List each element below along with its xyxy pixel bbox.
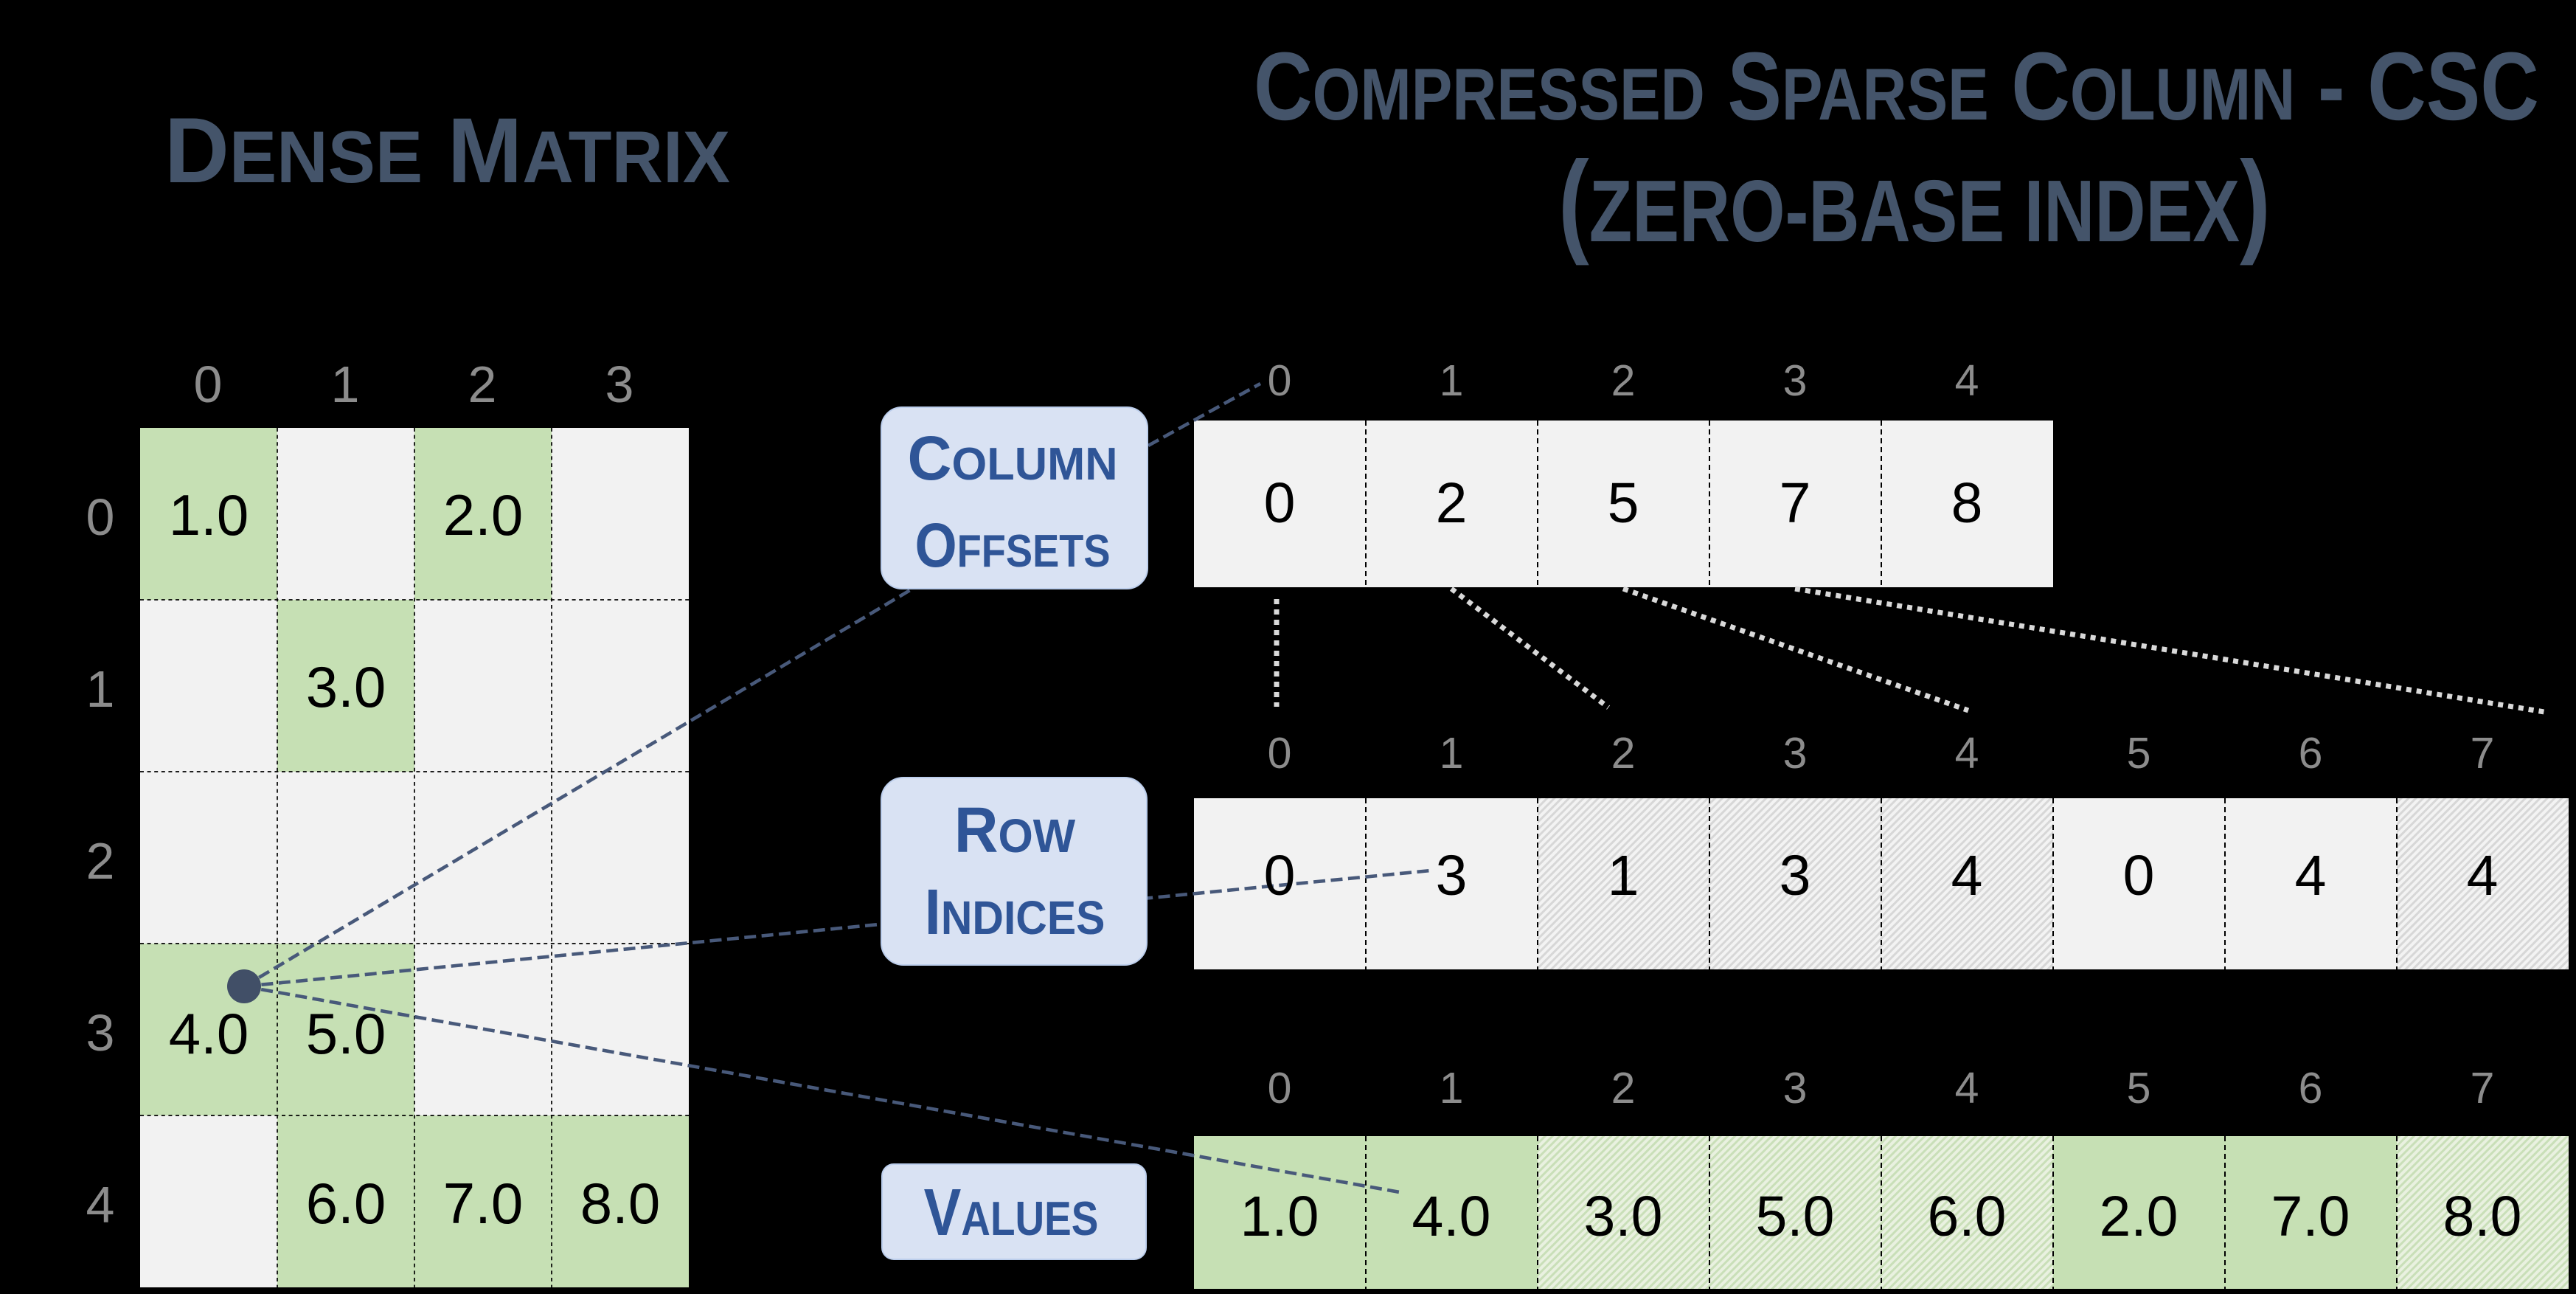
svg-text:1: 1 (86, 660, 115, 718)
svg-text:5.0: 5.0 (306, 1001, 386, 1066)
svg-text:4: 4 (2295, 844, 2327, 907)
svg-text:0: 0 (194, 356, 223, 413)
svg-text:0: 0 (1264, 471, 1296, 535)
svg-text:6: 6 (2299, 729, 2323, 778)
svg-text:7: 7 (1780, 471, 1811, 535)
svg-text:2: 2 (86, 832, 115, 890)
svg-text:4.0: 4.0 (169, 1001, 249, 1066)
svg-text:2.0: 2.0 (443, 482, 523, 547)
svg-text:3: 3 (86, 1004, 115, 1062)
svg-text:DENSE MATRIX: DENSE MATRIX (164, 99, 730, 202)
svg-text:2.0: 2.0 (2099, 1185, 2178, 1248)
svg-text:1.0: 1.0 (169, 482, 249, 547)
svg-text:5: 5 (2127, 1064, 2151, 1113)
svg-text:7: 7 (2471, 729, 2495, 778)
svg-text:3: 3 (1780, 844, 1811, 907)
svg-text:3: 3 (1436, 844, 1468, 907)
svg-text:0: 0 (1264, 844, 1296, 907)
svg-text:7: 7 (2471, 1064, 2495, 1113)
svg-text:1: 1 (331, 356, 360, 413)
svg-text:0: 0 (1268, 356, 1292, 405)
svg-text:COLUMN: COLUMN (907, 423, 1117, 493)
svg-text:3: 3 (1783, 1064, 1808, 1113)
svg-text:4.0: 4.0 (1412, 1185, 1490, 1248)
svg-text:4: 4 (86, 1176, 115, 1234)
svg-text:1: 1 (1440, 356, 1464, 405)
svg-text:4: 4 (1955, 356, 1979, 405)
svg-text:8: 8 (1951, 471, 1983, 535)
svg-text:1: 1 (1440, 1064, 1464, 1113)
svg-text:4: 4 (1955, 1064, 1979, 1113)
svg-text:6.0: 6.0 (1927, 1185, 2006, 1248)
svg-text:5: 5 (2127, 729, 2151, 778)
svg-text:0: 0 (2123, 844, 2155, 907)
svg-text:3.0: 3.0 (1583, 1185, 1662, 1248)
svg-text:1.0: 1.0 (1240, 1185, 1319, 1248)
svg-text:8.0: 8.0 (580, 1171, 660, 1236)
svg-text:6.0: 6.0 (306, 1171, 386, 1236)
svg-text:2: 2 (1611, 1064, 1636, 1113)
svg-text:2: 2 (1611, 729, 1636, 778)
svg-text:0: 0 (1268, 729, 1292, 778)
svg-text:4: 4 (1955, 729, 1979, 778)
svg-text:1: 1 (1440, 729, 1464, 778)
svg-text:3: 3 (605, 356, 634, 413)
svg-text:0: 0 (1268, 1064, 1292, 1113)
svg-text:8.0: 8.0 (2443, 1185, 2521, 1248)
svg-text:7.0: 7.0 (443, 1171, 523, 1236)
svg-text:4: 4 (1951, 844, 1983, 907)
svg-text:0: 0 (86, 488, 115, 546)
svg-text:3: 3 (1783, 356, 1808, 405)
svg-text:3.0: 3.0 (306, 654, 386, 719)
svg-text:2: 2 (468, 356, 497, 413)
svg-text:1: 1 (1608, 844, 1639, 907)
svg-text:5.0: 5.0 (1755, 1185, 1834, 1248)
svg-text:2: 2 (1611, 356, 1636, 405)
svg-text:6: 6 (2299, 1064, 2323, 1113)
svg-text:5: 5 (1608, 471, 1639, 535)
svg-text:3: 3 (1783, 729, 1808, 778)
svg-text:7.0: 7.0 (2271, 1185, 2350, 1248)
svg-text:4: 4 (2467, 844, 2499, 907)
svg-text:2: 2 (1436, 471, 1468, 535)
